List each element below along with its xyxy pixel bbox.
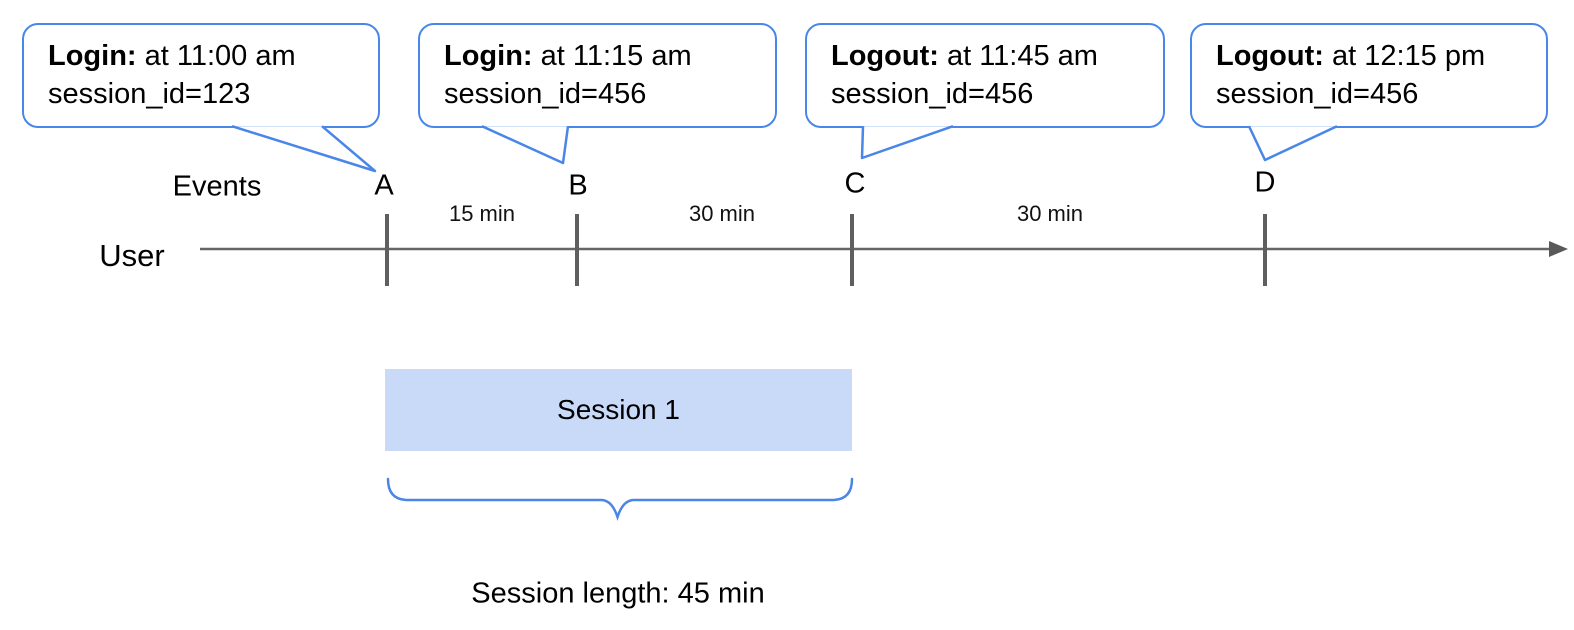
callout-line2: session_id=456 (1216, 78, 1419, 110)
marker-letter-c: C (844, 167, 866, 200)
user-axis-label: User (99, 238, 165, 273)
callout-event-d: Logout: at 12:15 pm session_id=456 (1190, 23, 1548, 128)
session-span-label: Session 1 (557, 394, 680, 425)
callout-line2: session_id=456 (831, 78, 1034, 110)
callout-tail-c (860, 125, 954, 160)
callout-tail-a (231, 125, 377, 173)
arrowhead-icon (1549, 241, 1568, 257)
interval-label-cd: 30 min (1016, 201, 1084, 226)
callout-event-c: Logout: at 11:45 am session_id=456 (805, 23, 1165, 128)
marker-letter-b: B (568, 169, 588, 202)
event-type-label: Logout: (831, 40, 939, 72)
interval-label-ab: 15 min (448, 201, 516, 226)
callout-line2: session_id=123 (48, 78, 251, 110)
callout-line1: Logout: at 12:15 pm (1216, 37, 1526, 75)
callout-line2: session_id=456 (444, 78, 647, 110)
callout-line1: Login: at 11:15 am (444, 37, 755, 75)
callout-event-a: Login: at 11:00 am session_id=123 (22, 23, 380, 128)
marker-letter-a: A (374, 169, 394, 202)
callout-line1: Logout: at 11:45 am (831, 37, 1143, 75)
event-time-text: at 11:00 am (136, 40, 296, 72)
session-span-box: Session 1 (385, 369, 852, 451)
marker-letter-d: D (1254, 166, 1276, 199)
event-type-label: Login: (48, 40, 137, 72)
event-type-label: Logout: (1216, 40, 1324, 72)
callout-tail-d (1247, 125, 1338, 162)
events-axis-label: Events (172, 170, 262, 203)
event-time-text: at 11:45 am (938, 40, 1098, 72)
event-time-text: at 12:15 pm (1323, 40, 1486, 72)
callout-event-b: Login: at 11:15 am session_id=456 (418, 23, 777, 128)
event-type-label: Login: (444, 40, 533, 72)
event-time-text: at 11:15 am (532, 40, 692, 72)
callout-tail-b (481, 125, 570, 165)
session-length-label: Session length: 45 min (471, 577, 765, 610)
interval-label-bc: 30 min (688, 201, 756, 226)
callout-line1: Login: at 11:00 am (48, 37, 358, 75)
session-length-brace (386, 477, 854, 522)
